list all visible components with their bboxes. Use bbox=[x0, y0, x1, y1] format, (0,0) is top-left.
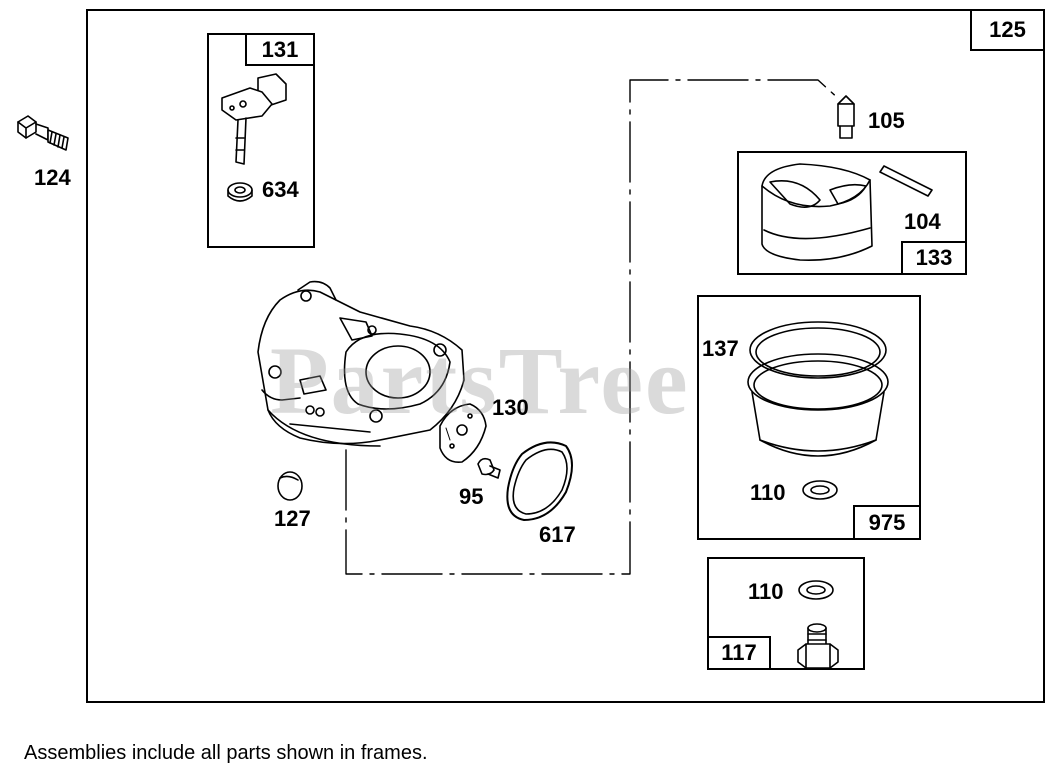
frame-tag-131[interactable]: 131 bbox=[245, 33, 315, 66]
footnote: Assemblies include all parts shown in fr… bbox=[24, 742, 428, 764]
part-110-washer-icon bbox=[802, 480, 838, 500]
assembly-tag-125[interactable]: 125 bbox=[970, 9, 1045, 51]
callout-105[interactable]: 105 bbox=[868, 108, 905, 133]
part-105-needle-icon bbox=[837, 95, 855, 139]
callout-110-bowl[interactable]: 110 bbox=[750, 480, 786, 505]
part-975-float-bowl-icon bbox=[747, 321, 889, 457]
part-110-lower-washer-icon bbox=[798, 580, 834, 600]
frame-tag-133[interactable]: 133 bbox=[901, 241, 967, 275]
frame-117 bbox=[707, 557, 865, 670]
partstree-watermark: PartsTree bbox=[270, 327, 690, 434]
part-124-bolt-icon bbox=[17, 115, 69, 151]
assembly-frame bbox=[86, 9, 1045, 703]
callout-137[interactable]: 137 bbox=[702, 336, 739, 361]
assembly-leader-lines bbox=[345, 79, 841, 575]
part-634-seal-icon bbox=[227, 182, 253, 202]
part-95-screw-icon bbox=[477, 457, 501, 479]
part-104-pin-icon bbox=[879, 165, 933, 197]
frame-tag-975[interactable]: 975 bbox=[853, 505, 921, 540]
carburetor-body-icon bbox=[257, 280, 465, 447]
part-131-throttle-shaft-icon bbox=[221, 73, 287, 165]
callout-124[interactable]: 124 bbox=[34, 165, 71, 190]
callout-95[interactable]: 95 bbox=[459, 484, 484, 509]
frame-133 bbox=[737, 151, 967, 275]
part-117-bolt-icon bbox=[797, 623, 839, 669]
callout-634[interactable]: 634 bbox=[262, 177, 299, 202]
callout-617[interactable]: 617 bbox=[539, 522, 576, 547]
callout-130[interactable]: 130 bbox=[492, 395, 529, 420]
callout-104[interactable]: 104 bbox=[904, 209, 941, 234]
callout-110-lower[interactable]: 110 bbox=[748, 579, 784, 604]
part-127-plug-icon bbox=[277, 471, 303, 501]
part-130-plate-icon bbox=[439, 403, 487, 464]
part-133-float-icon bbox=[761, 163, 873, 262]
part-617-gasket-icon bbox=[506, 441, 573, 521]
callout-127[interactable]: 127 bbox=[274, 506, 311, 531]
frame-tag-117[interactable]: 117 bbox=[707, 636, 771, 670]
frame-975 bbox=[697, 295, 921, 540]
